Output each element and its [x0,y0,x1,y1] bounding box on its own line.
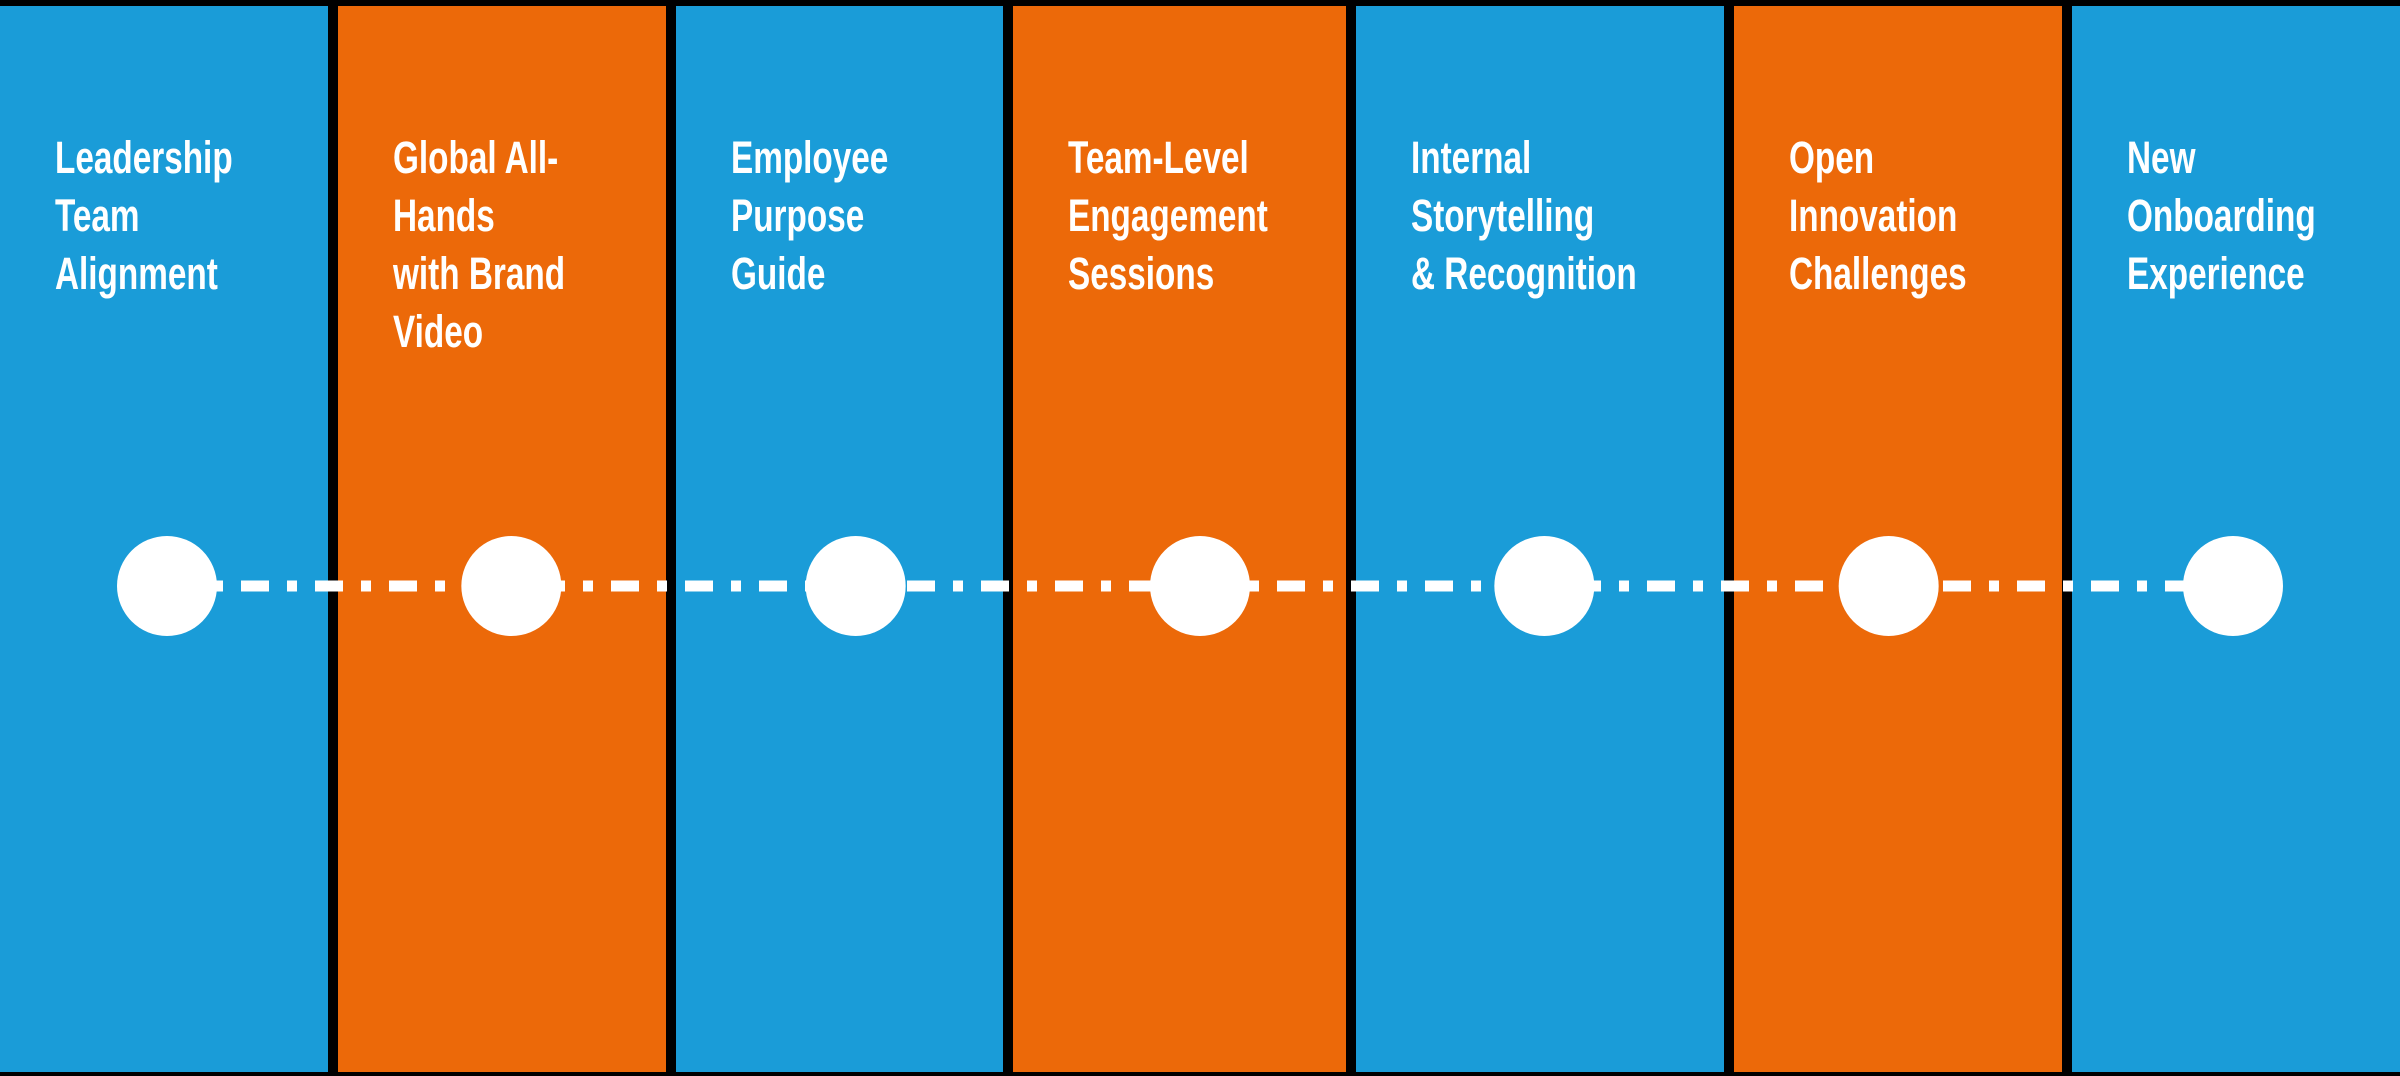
phase-column-7: New Onboarding Experience [2072,6,2400,1072]
phase-column-3: Employee Purpose Guide [675,6,1004,1072]
phase-column-5: Internal Storytelling & Recognition [1356,6,1725,1072]
phase-column-2: Global All- Hands with Brand Video [337,6,666,1072]
phase-label-1: Leadership Team Alignment [55,132,233,299]
phase-label-7: New Onboarding Experience [2127,132,2316,299]
phase-column-6: Open Innovation Challenges [1734,6,2063,1072]
phase-label-6: Open Innovation Challenges [1789,132,1968,299]
phase-label-2: Global All- Hands with Brand Video [392,132,565,357]
phase-label-4: Team-Level Engagement Sessions [1068,132,1269,299]
phase-column-1: Leadership Team Alignment [0,6,328,1072]
phase-column-4: Team-Level Engagement Sessions [1013,6,1347,1072]
phase-label-3: Employee Purpose Guide [730,132,888,299]
phase-label-5: Internal Storytelling & Recognition [1411,132,1638,299]
